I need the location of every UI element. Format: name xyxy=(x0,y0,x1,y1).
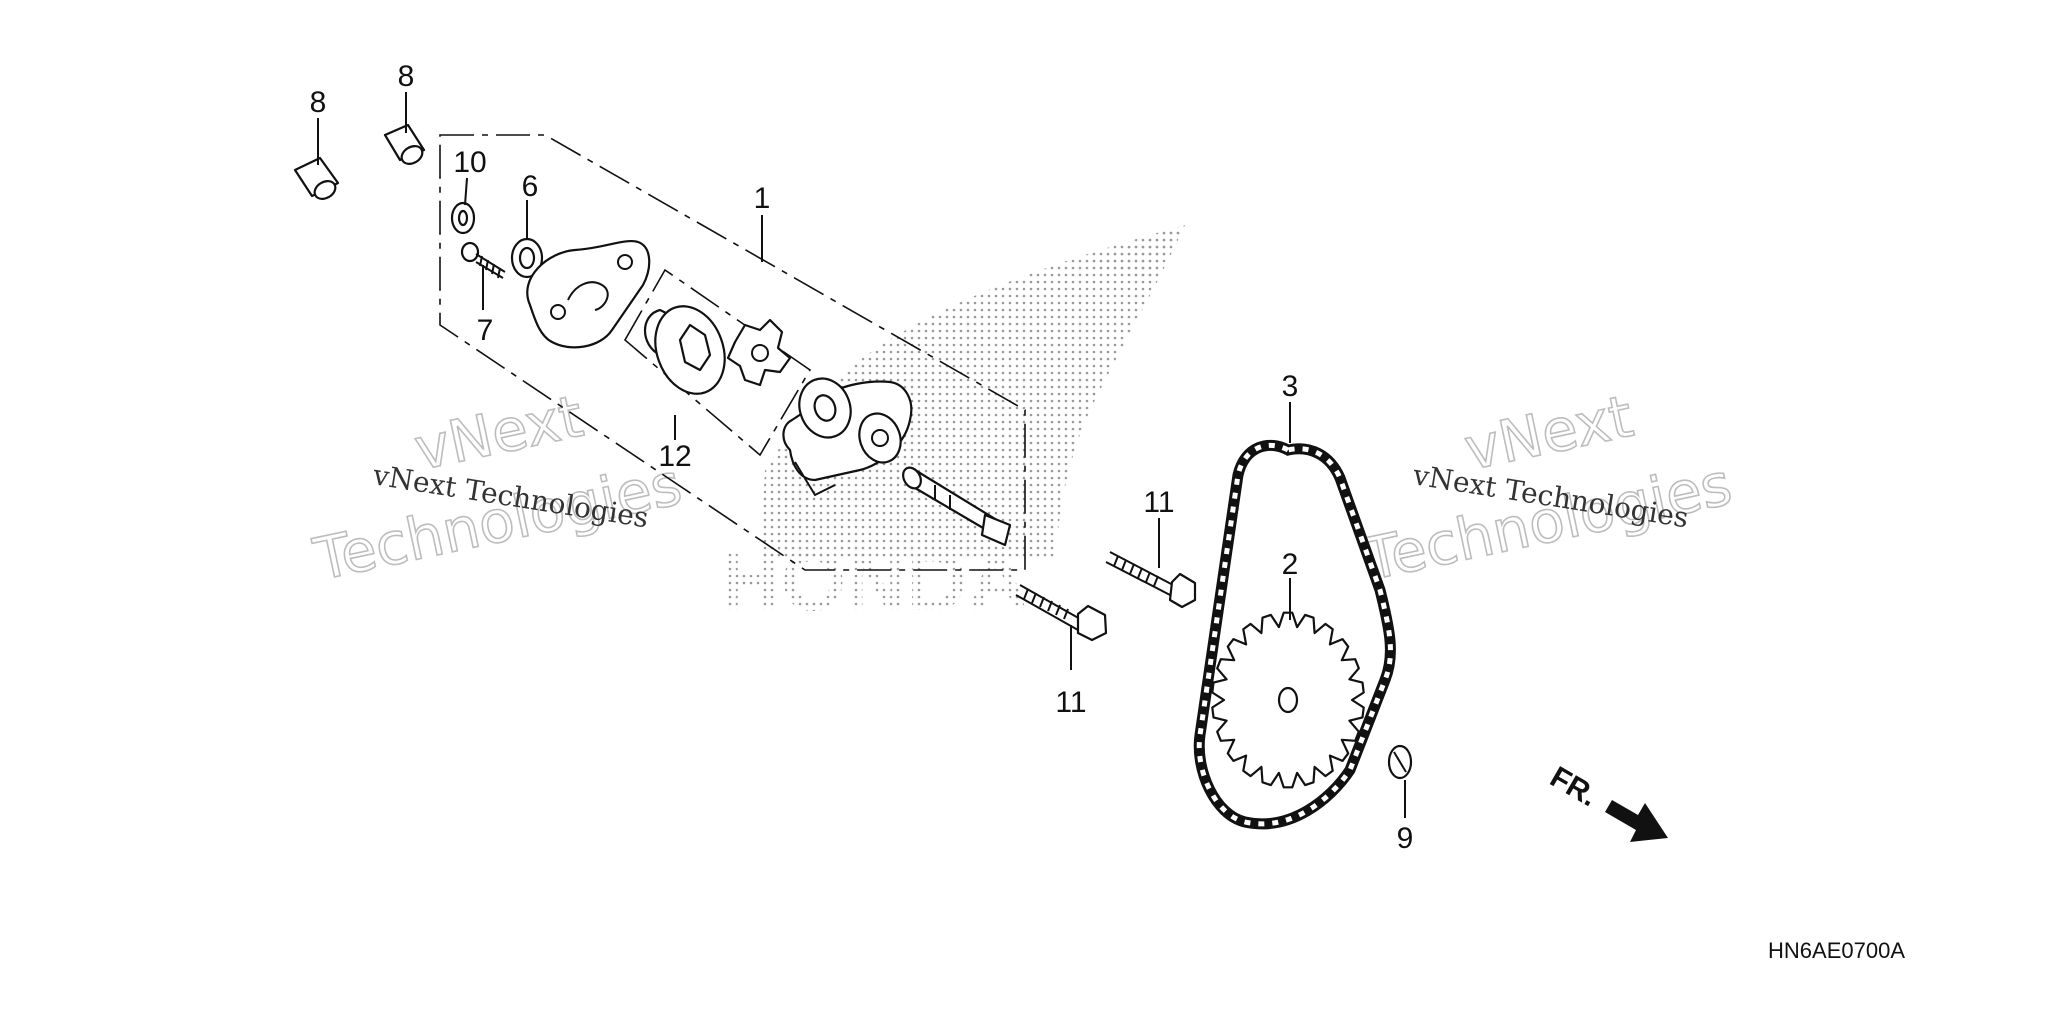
seal-ring xyxy=(510,237,544,279)
screw-small xyxy=(460,241,506,279)
front-direction-indicator: FR. xyxy=(1545,760,1668,842)
dowel-pin-b xyxy=(383,123,426,165)
callout-11-upper: 11 xyxy=(1143,486,1174,519)
callout-7: 7 xyxy=(477,314,494,347)
oil-pump-assembly-outline xyxy=(439,134,1026,571)
diagram-code: HN6AE0700A xyxy=(1768,938,1905,963)
flange-bolt-upper xyxy=(1105,551,1197,609)
callout-10: 10 xyxy=(453,146,486,179)
drive-sprocket xyxy=(1211,611,1365,789)
cam-chain xyxy=(1193,439,1396,830)
rotor-set-outline xyxy=(623,268,812,457)
outer-rotor xyxy=(644,305,726,395)
callout-11-lower: 11 xyxy=(1055,686,1086,719)
pump-body xyxy=(782,377,913,497)
inner-rotor xyxy=(726,318,792,387)
callouts: 8 8 10 6 7 1 12 11 11 3 2 9 xyxy=(310,60,1414,855)
callout-3: 3 xyxy=(1282,370,1299,403)
callout-6: 6 xyxy=(522,170,539,203)
pump-cover xyxy=(526,240,651,349)
callout-8-left: 8 xyxy=(310,86,327,119)
honda-logo-text: HONDA xyxy=(720,534,1028,628)
flange-bolt-lower xyxy=(1015,584,1108,642)
callout-12: 12 xyxy=(658,440,691,473)
pump-shaft xyxy=(902,466,1012,547)
honda-wing-logo: HONDA xyxy=(720,225,1185,628)
watermark-left: vNext Technologies vNext Technologies xyxy=(307,381,688,595)
callout-8-right: 8 xyxy=(398,60,415,93)
leader-lines xyxy=(317,92,1406,818)
front-direction-label: FR. xyxy=(1545,760,1603,813)
washer xyxy=(450,201,476,235)
callout-2: 2 xyxy=(1282,548,1299,581)
front-arrow-icon xyxy=(1605,800,1668,842)
circlip xyxy=(1387,744,1413,780)
callout-9: 9 xyxy=(1397,822,1414,855)
sprocket-hub xyxy=(1277,686,1299,714)
dowel-pin-a xyxy=(293,156,340,200)
watermark-right: vNext Technologies vNext Technologies xyxy=(1357,381,1738,595)
callout-1: 1 xyxy=(754,182,771,215)
